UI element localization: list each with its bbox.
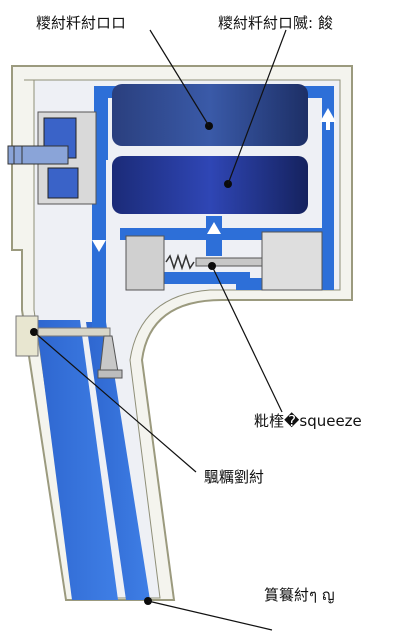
valve-spring — [165, 253, 195, 271]
valve-body-left — [125, 235, 165, 291]
handle-channel-left — [36, 320, 118, 600]
label-middle-right: 粃楏�squeeze — [254, 412, 362, 430]
leader-top-left — [149, 29, 210, 127]
label-bottom-right: 篔籑紂ๆ ญ — [264, 586, 335, 604]
valve-body-right — [261, 231, 323, 291]
pipe-valve-drop — [206, 216, 222, 256]
drive-shaft — [7, 145, 69, 165]
arrow-up-middle — [207, 222, 221, 234]
trigger-rod — [37, 327, 111, 337]
upper-tank — [112, 84, 308, 146]
valve-stem — [195, 257, 271, 267]
pipe-valve-link — [150, 272, 250, 284]
label-lower-middle: 颿糲劉紂 — [204, 468, 265, 486]
arrow-up-right — [320, 108, 336, 122]
trigger-block — [15, 315, 39, 357]
leader-lower-middle — [33, 331, 197, 473]
leader-middle-right — [211, 265, 283, 413]
label-top-right: 糭紂粁紂ロ隇: 餕 — [218, 14, 333, 32]
gear-lower — [47, 167, 79, 199]
trigger-valve-cap — [97, 369, 123, 379]
leader-bottom — [147, 600, 273, 631]
lower-tank — [112, 156, 308, 214]
arrow-down-left — [92, 240, 106, 252]
label-top-left: 糭紂粁紂ロロ — [36, 14, 127, 32]
arrow-up-right-stem — [326, 120, 330, 130]
leader-top-right — [227, 29, 287, 185]
